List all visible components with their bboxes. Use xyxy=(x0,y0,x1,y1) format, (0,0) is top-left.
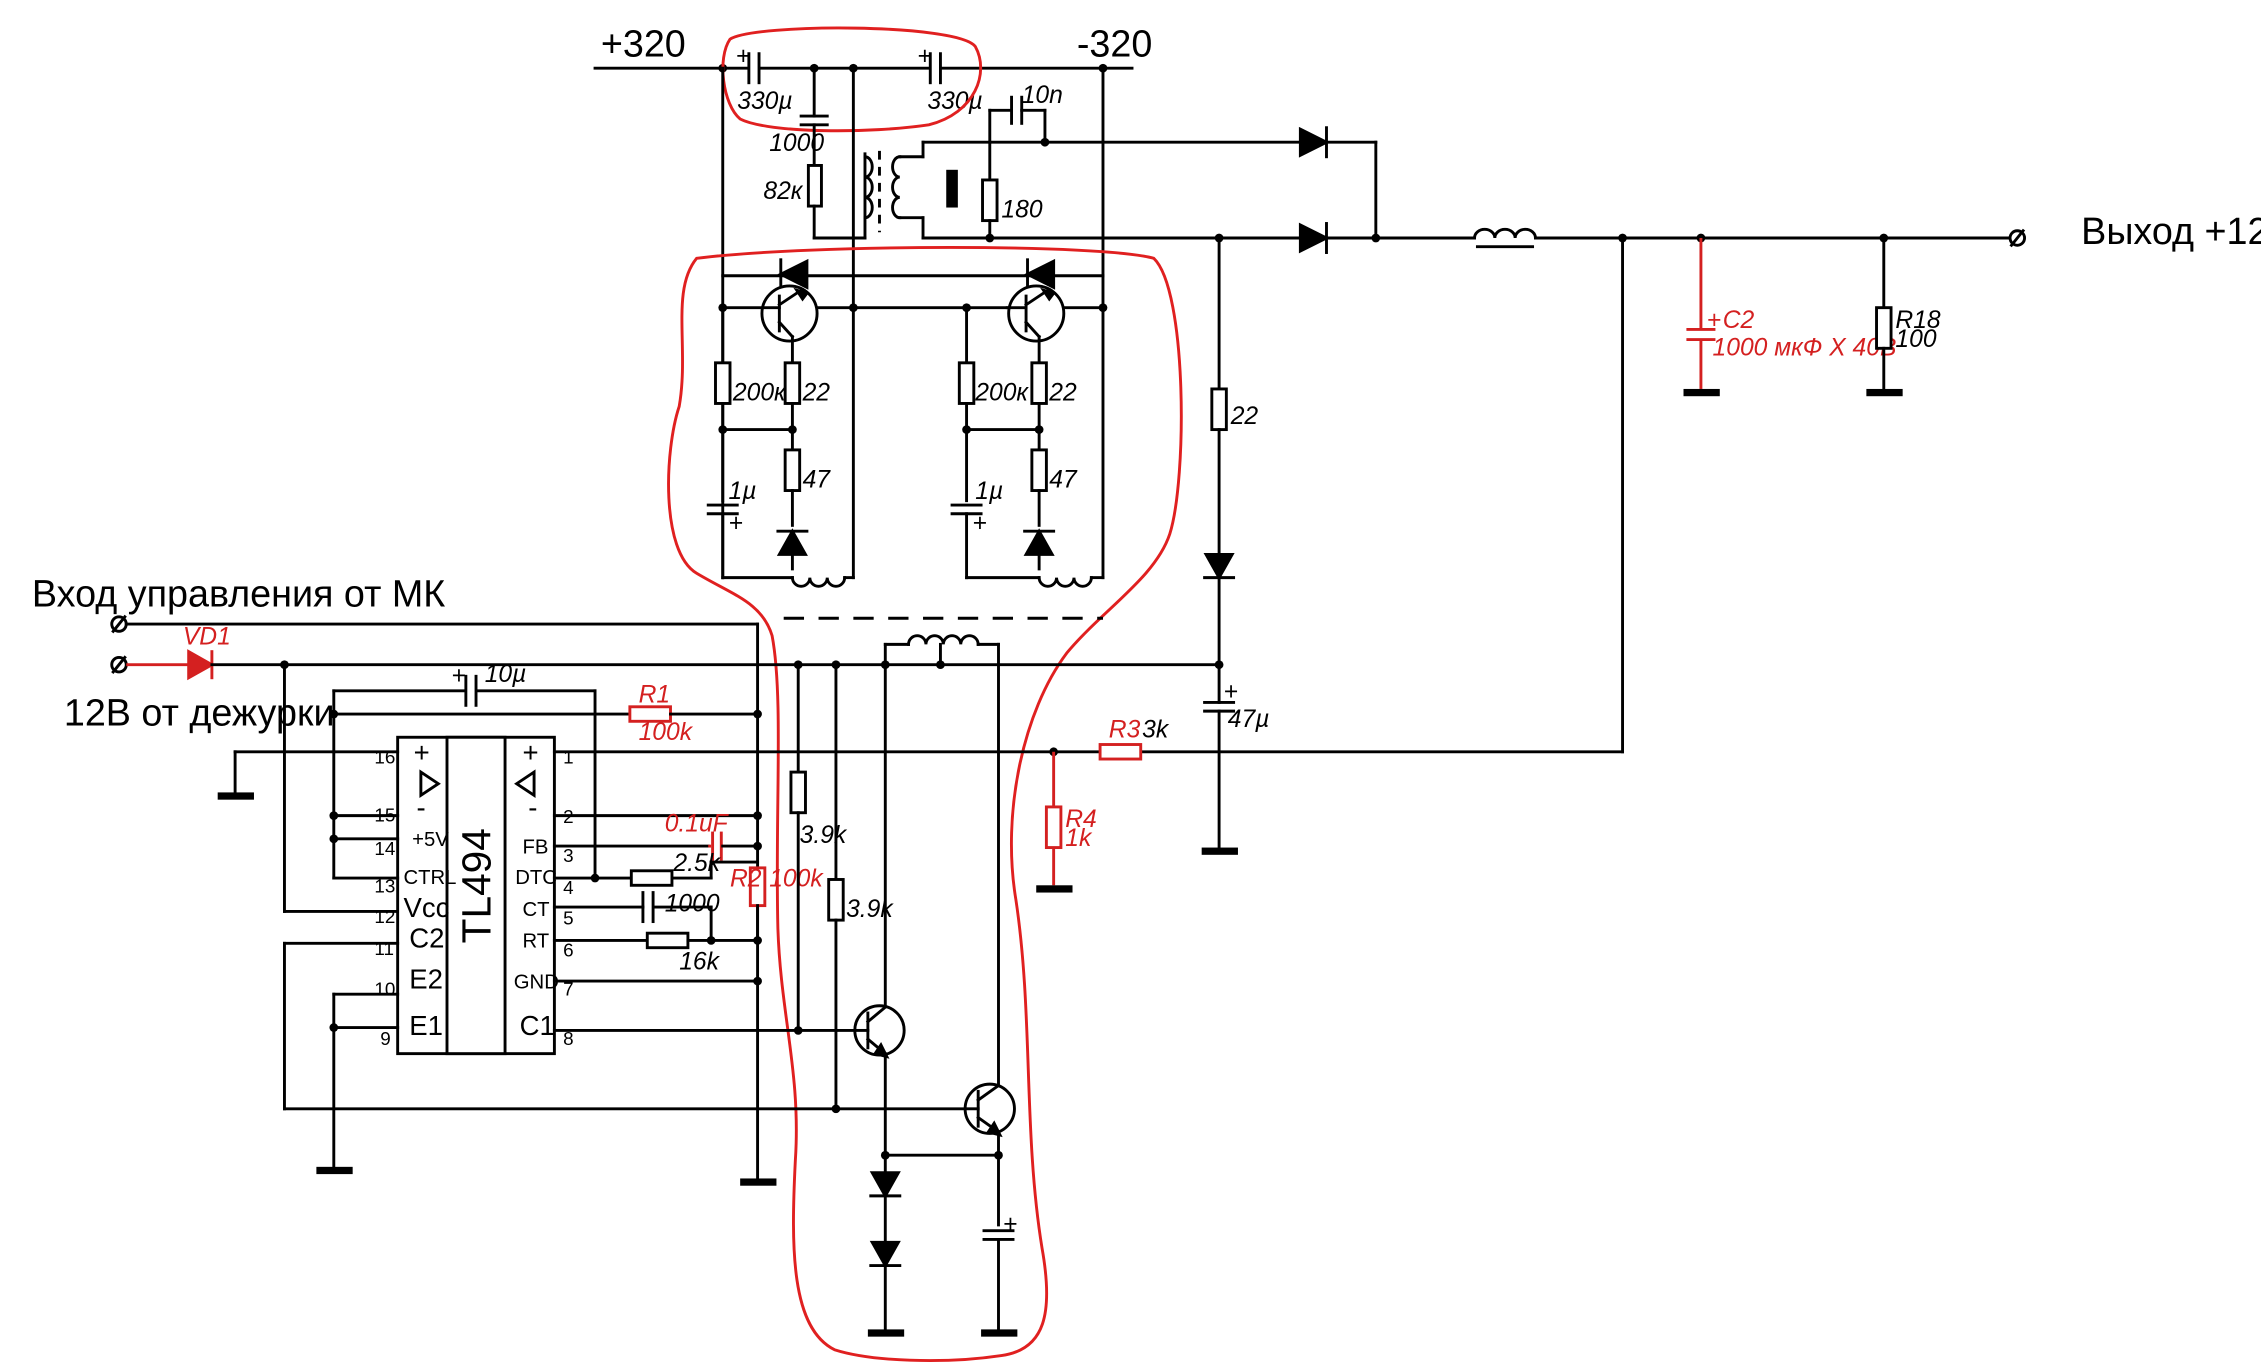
c2-ref: C2 xyxy=(1723,307,1755,334)
ic-label-vcc: Vcc xyxy=(403,892,449,923)
pin-10: 10 xyxy=(374,979,395,1000)
cap-1000-top-value: 1000 xyxy=(769,130,824,157)
rail-negative-label: -320 xyxy=(1077,23,1153,65)
pin-12: 12 xyxy=(374,906,395,927)
r22-2-value: 22 xyxy=(1048,380,1077,407)
r16k-value: 16k xyxy=(679,948,720,975)
pin-13: 13 xyxy=(374,876,395,897)
pin-1: 1 xyxy=(563,746,574,767)
control-input-label: Вход управления от МК xyxy=(32,573,445,615)
c10n-value: 10n xyxy=(1022,82,1063,109)
r2-ref: R2 xyxy=(730,866,762,893)
r18-value: 100 xyxy=(1895,326,1936,353)
ic-label-ct: CT xyxy=(522,899,549,921)
c1u-1-value: 1µ xyxy=(729,478,757,505)
ic-left-wiring xyxy=(217,674,969,1175)
c10u-value: 10µ xyxy=(485,661,527,688)
c47u-value: 47µ xyxy=(1228,706,1270,733)
svg-text:+: + xyxy=(1707,307,1721,334)
resistor-r18 xyxy=(1866,236,1903,397)
rail-positive-label: +320 xyxy=(601,23,686,65)
pin-16: 16 xyxy=(374,746,395,767)
ic-sign-minus-1: - xyxy=(417,792,426,823)
ic-label-c2: C2 xyxy=(409,923,444,954)
ic-label-rt: RT xyxy=(522,931,549,953)
pin-6: 6 xyxy=(563,939,574,960)
r1-ref: R1 xyxy=(639,681,671,708)
r18-ref: R18 xyxy=(1895,307,1941,334)
ic-label-e1: E1 xyxy=(409,1010,443,1041)
highlight-driver-stage xyxy=(667,245,1183,1362)
r4-value: 1k xyxy=(1065,825,1093,852)
pin-14: 14 xyxy=(374,838,395,859)
highlight-bus-caps xyxy=(721,26,983,133)
r3-value: 3k xyxy=(1142,716,1170,743)
driver-stage-b xyxy=(851,258,1108,588)
main-transformer xyxy=(863,140,958,240)
ic-name: TL494 xyxy=(454,828,500,943)
ic-sign-minus-2: - xyxy=(528,792,537,823)
capacitor-c2 xyxy=(1683,238,1720,397)
svg-text:+: + xyxy=(729,510,743,537)
r200k-2-value: 200к xyxy=(974,380,1029,407)
ic-label-gnd: GND xyxy=(514,971,559,993)
r39k-2-value: 3.9k xyxy=(846,896,894,923)
r39k-1-value: 3.9k xyxy=(800,822,848,849)
ic-right-components xyxy=(629,811,777,1186)
r22-mid-value: 22 xyxy=(1230,403,1259,430)
aux-supply-column xyxy=(1201,236,1238,855)
output-rectifier xyxy=(921,95,2027,254)
svg-text:+: + xyxy=(972,510,986,537)
ic-label-dtc: DTC xyxy=(515,867,557,889)
svg-text:+: + xyxy=(917,43,931,70)
feedback-divider xyxy=(1036,743,1143,893)
c2-value: 1000 мкФ Х 40В xyxy=(1713,335,1897,362)
pin-8: 8 xyxy=(563,1028,574,1049)
pin-7: 7 xyxy=(563,979,574,1000)
ic-label-c1: C1 xyxy=(520,1010,555,1041)
pin-4: 4 xyxy=(563,877,574,898)
pin-9: 9 xyxy=(380,1028,391,1049)
pin-11: 11 xyxy=(374,938,394,959)
ic-sign-plus-1: + xyxy=(414,737,430,768)
r47-2-value: 47 xyxy=(1049,467,1078,494)
pin-3: 3 xyxy=(563,845,574,866)
c01u-value: 0.1uF xyxy=(665,811,730,838)
pin-2: 2 xyxy=(563,806,574,827)
ic-label-e2: E2 xyxy=(409,963,443,994)
svg-text:+: + xyxy=(451,663,465,690)
r180-value: 180 xyxy=(1001,197,1042,224)
r47-1-value: 47 xyxy=(803,467,832,494)
standby-input-label: 12В от дежурки xyxy=(64,692,335,734)
r2-value: 100k xyxy=(769,866,824,893)
ic-label-5v: +5V xyxy=(412,829,449,851)
snubber-rc xyxy=(799,66,867,240)
ic-sign-plus-2: + xyxy=(522,737,538,768)
r22-1-value: 22 xyxy=(802,380,831,407)
pin-5: 5 xyxy=(563,907,574,928)
r3-ref: R3 xyxy=(1109,716,1141,743)
r4-ref: R4 xyxy=(1065,806,1097,833)
r82k-value: 82к xyxy=(763,178,803,205)
vd1-ref: VD1 xyxy=(183,623,231,650)
r25k-value: 2.5k xyxy=(672,850,721,877)
svg-text:+: + xyxy=(736,43,750,70)
svg-text:+: + xyxy=(1223,679,1237,706)
c1u-2-value: 1µ xyxy=(975,478,1003,505)
svg-text:+: + xyxy=(1003,1211,1017,1238)
driver-transistors xyxy=(789,634,1018,1337)
tl494-chip xyxy=(283,735,1625,1056)
bus-cap1-value: 330µ xyxy=(737,88,792,115)
r200k-1-value: 200к xyxy=(732,380,787,407)
output-label: Выход +12В xyxy=(2081,210,2261,252)
r1-value: 100k xyxy=(639,719,694,746)
pin-15: 15 xyxy=(374,804,395,825)
ic-label-fb: FB xyxy=(522,836,548,858)
input-terminals xyxy=(110,614,1221,1180)
ic-label-ctrl: CTRL xyxy=(403,867,456,889)
c1000-ct-value: 1000 xyxy=(665,890,720,917)
